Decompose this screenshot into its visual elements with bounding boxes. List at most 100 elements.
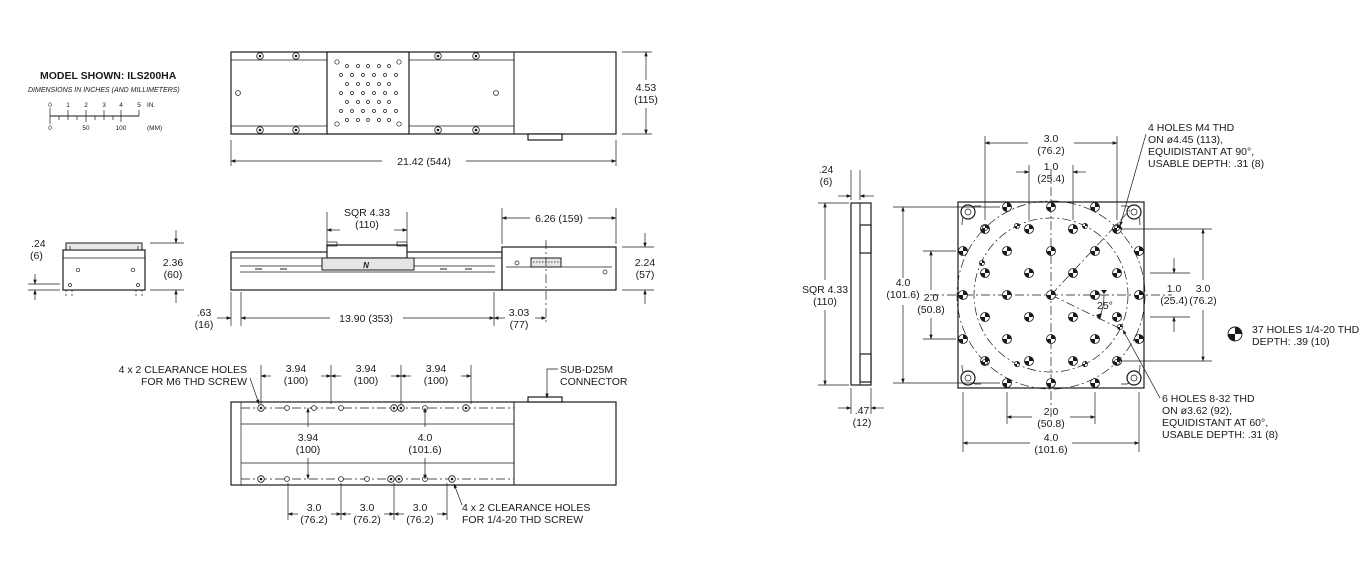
832-note-leader	[1122, 329, 1161, 399]
motor-length-value: 6.26 (159)	[535, 213, 583, 225]
bottom-inner-value: 2.0	[1044, 406, 1059, 418]
angle-label: 25°	[1097, 300, 1113, 312]
top-inner-value: 1.0	[1044, 161, 1059, 173]
m4-note-leader	[1119, 133, 1147, 227]
bottom-stage-outline	[230, 401, 617, 486]
pitch-bottom-value: 3.0	[307, 502, 322, 514]
side-carriage	[326, 244, 408, 259]
quarter-holes-leader	[453, 483, 463, 506]
side-carriage-value: SQR 4.33	[344, 207, 390, 219]
plate-thickness-mm: (6)	[820, 176, 833, 188]
base-offset-mm: (6)	[30, 250, 43, 262]
832-note-line: USABLE DEPTH: .31 (8)	[1162, 429, 1278, 441]
right-inner-mm: (25.4)	[1160, 295, 1187, 307]
bottom-inner-mm: (50.8)	[1037, 418, 1064, 430]
scale-tick-mm: 0	[48, 125, 52, 132]
m6-leader	[249, 377, 260, 405]
m4-note-line: ON ø4.45 (113),	[1148, 134, 1223, 146]
vertical-right-value: 4.0	[418, 432, 433, 444]
vertical-left-mm: (100)	[296, 444, 321, 456]
scale-tick-in: 4	[119, 102, 123, 109]
left-outer-value: 4.0	[896, 277, 911, 289]
side-motor-housing	[501, 246, 617, 291]
left-offset-mm: (16)	[195, 319, 214, 331]
connector-note-line2: CONNECTOR	[560, 376, 628, 388]
stage-body-outline	[230, 51, 617, 135]
connector-note-line1: SUB-D25M	[560, 364, 613, 376]
pitch-top-mm: (100)	[424, 375, 449, 387]
pitch-top-value: 3.94	[426, 363, 447, 375]
side-carriage-mm: (110)	[355, 219, 379, 231]
quarter-holes-note-line2: FOR 1/4-20 THD SCREW	[462, 514, 583, 526]
side-height-value: 2.24	[635, 257, 656, 269]
pitch-bottom-value: 3.0	[413, 502, 428, 514]
scale-bar: 0 1 2 3 4 5 IN. 0 50 100 (MM)	[48, 102, 162, 132]
pitch-bottom-mm: (76.2)	[353, 514, 380, 526]
end-carriage	[65, 242, 143, 251]
dimensions-note: DIMENSIONS IN INCHES (AND MILLIMETERS)	[28, 87, 180, 94]
connector-stub	[527, 133, 563, 141]
vertical-right-mm: (101.6)	[408, 444, 441, 456]
carriage-hole-grid	[334, 59, 402, 127]
scale-tick-mm: 100	[116, 125, 127, 132]
top-view: 4.53 (115) 21.42 (544)	[230, 51, 658, 168]
scale-unit-in: IN.	[147, 102, 156, 109]
model-title: MODEL SHOWN: ILS200HA	[40, 70, 177, 82]
side-view: N SQR 4.33 (110) 6.26 (159) 2.24 (57) .6…	[195, 207, 656, 331]
carriage-label-plate	[321, 257, 415, 271]
carriage-top-plate: 25° 3.0 (76.2)	[886, 122, 1360, 456]
model-header: MODEL SHOWN: ILS200HA DIMENSIONS IN INCH…	[28, 70, 180, 94]
height-value: 4.53	[636, 82, 657, 94]
scale-tick-in: 5	[137, 102, 141, 109]
pitch-bottom-mm: (76.2)	[300, 514, 327, 526]
right-offset-value: 3.03	[509, 307, 530, 319]
m6-holes-note-line1: 4 x 2 CLEARANCE HOLES	[119, 364, 247, 376]
quarter-holes-note-line1: 4 x 2 CLEARANCE HOLES	[462, 502, 590, 514]
end-view: .24 (6) 2.36 (60)	[28, 230, 184, 303]
832-note-line: 6 HOLES 8-32 THD	[1162, 393, 1255, 405]
corner-screw-holes	[960, 204, 1142, 386]
carriage-side-profile: .24 (6) SQR 4.33 (110) .47 (12)	[802, 164, 884, 429]
right-inner-value: 1.0	[1167, 283, 1182, 295]
scale-tick-in: 0	[48, 102, 52, 109]
pitch-top-mm: (100)	[354, 375, 379, 387]
bottom-outer-value: 4.0	[1044, 432, 1059, 444]
right-outer-mm: (76.2)	[1189, 295, 1216, 307]
pitch-bottom-value: 3.0	[360, 502, 375, 514]
top-inner-mm: (25.4)	[1037, 173, 1064, 185]
scale-unit-mm: (MM)	[147, 125, 162, 132]
scale-tick-in: 2	[84, 102, 88, 109]
thd-note-line: 37 HOLES 1/4-20 THD,	[1252, 324, 1360, 336]
end-height-value: 2.36	[163, 257, 184, 269]
connector-leader	[545, 368, 558, 399]
base-offset-value: .24	[31, 238, 46, 250]
end-height-mm: (60)	[164, 269, 183, 281]
thread-hole-symbol	[1227, 326, 1243, 342]
plate-thickness-value: .24	[819, 164, 834, 176]
bottom-view: 4 x 2 CLEARANCE HOLES FOR M6 THD SCREW S…	[119, 363, 628, 526]
bottom-outer-mm: (101.6)	[1034, 444, 1067, 456]
length-value: 21.42 (544)	[397, 156, 451, 168]
top-width-value: 3.0	[1044, 133, 1059, 145]
scale-tick-in: 1	[66, 102, 70, 109]
m6-holes-note-line2: FOR M6 THD SCREW	[141, 376, 247, 388]
pitch-bottom-mm: (76.2)	[406, 514, 433, 526]
vertical-left-value: 3.94	[298, 432, 319, 444]
scale-tick-mm: 50	[82, 125, 90, 132]
m4-note-line: USABLE DEPTH: .31 (8)	[1148, 158, 1264, 170]
m4-note-line: EQUIDISTANT AT 90°,	[1148, 146, 1254, 158]
height-mm: (115)	[634, 94, 658, 106]
right-offset-mm: (77)	[510, 319, 529, 331]
base-thickness-mm: (12)	[853, 417, 872, 429]
right-outer-value: 3.0	[1196, 283, 1211, 295]
left-inner-value: 2.0	[924, 292, 939, 304]
left-inner-mm: (50.8)	[917, 304, 944, 316]
m4-note-line: 4 HOLES M4 THD	[1148, 122, 1235, 134]
bottom-connector-stub	[527, 396, 563, 403]
pitch-top-value: 3.94	[356, 363, 377, 375]
thd-note-line: DEPTH: .39 (10)	[1252, 336, 1330, 348]
scale-tick-in: 3	[102, 102, 106, 109]
pitch-top-value: 3.94	[286, 363, 307, 375]
end-profile	[62, 249, 146, 291]
